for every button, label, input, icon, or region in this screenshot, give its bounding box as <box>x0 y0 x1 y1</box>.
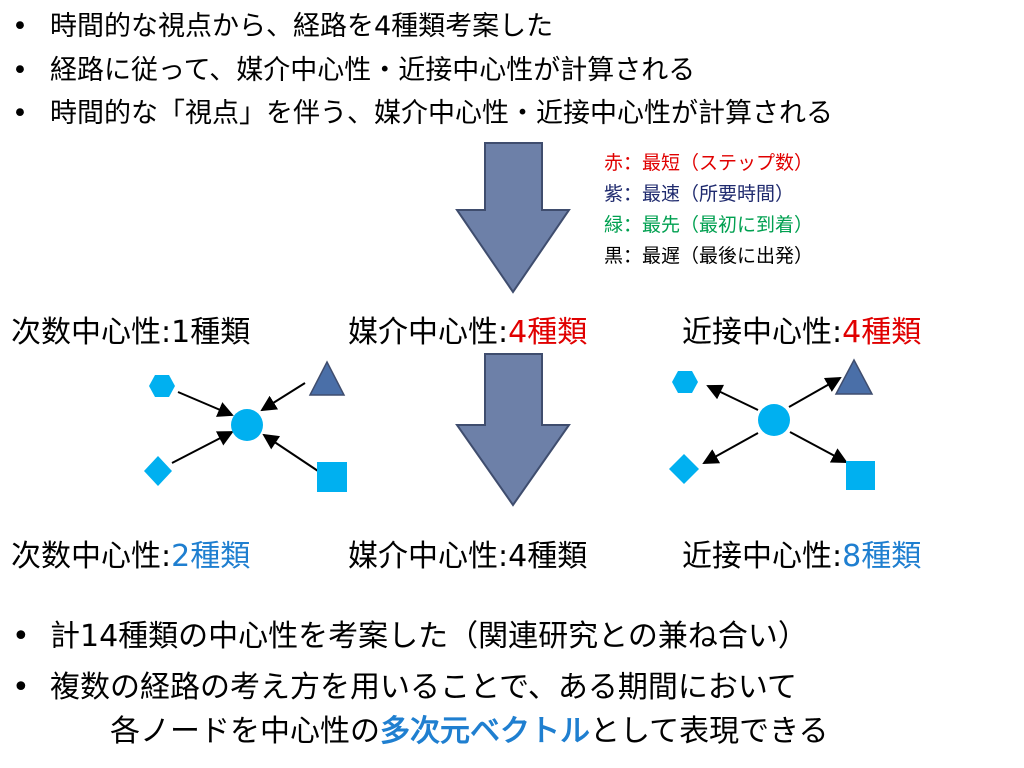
bullet-marker: • <box>12 55 28 86</box>
bottom-bullet-2: • 複数の経路の考え方を用いることで、ある期間において <box>12 667 797 709</box>
hexagon-node-icon <box>672 371 698 393</box>
diamond-node-icon <box>669 454 699 484</box>
triangle-node-icon <box>308 360 346 396</box>
closeness-diagram <box>702 377 848 464</box>
row1-betweenness: 媒介中心性:4種類 <box>348 315 588 350</box>
bullet-text: 時間的な「視点」を伴う、媒介中心性・近接中心性が計算される <box>50 98 833 129</box>
legend-earliest: 緑：最先（最初に到着） <box>604 214 814 236</box>
bullet-text: 経路に従って、媒介中心性・近接中心性が計算される <box>50 55 696 86</box>
diamond-node-icon <box>144 456 172 486</box>
bullet-marker: • <box>12 98 28 129</box>
degree-diagram <box>171 382 319 472</box>
row2-degree: 次数中心性:2種類 <box>11 539 251 574</box>
route-legend: 赤：最短（ステップ数） 紫：最速（所要時間） 緑：最先（最初に到着） 黒：最遅（… <box>604 148 813 272</box>
row1-degree: 次数中心性:1種類 <box>11 315 251 350</box>
bullet-marker: • <box>12 11 28 42</box>
legend-shortest: 赤：最短（ステップ数） <box>604 152 814 174</box>
bullet-text: 計14種類の中心性を考案した（関連研究との兼ね合い） <box>50 619 808 654</box>
down-arrow-2-icon <box>455 353 571 507</box>
square-node-icon <box>317 462 347 492</box>
legend-fastest: 紫：最速（所要時間） <box>604 183 795 205</box>
highlight-text: 多次元ベクトル <box>380 714 590 749</box>
center-node-icon <box>758 404 790 436</box>
triangle-node-icon <box>834 358 874 395</box>
bullet-item-1: • 時間的な視点から、経路を4種類考案した <box>12 9 553 45</box>
bottom-bullet-2-continuation: 各ノードを中心性の多次元ベクトルとして表現できる <box>110 714 829 749</box>
bullet-item-2: • 経路に従って、媒介中心性・近接中心性が計算される <box>12 53 695 89</box>
legend-latest: 黒：最遅（最後に出発） <box>604 245 814 267</box>
row2-betweenness: 媒介中心性:4種類 <box>348 539 588 574</box>
bullet-marker: • <box>12 619 30 654</box>
down-arrow-1-icon <box>455 142 571 294</box>
center-node-icon <box>231 409 263 441</box>
bullet-text: 複数の経路の考え方を用いることで、ある期間において <box>50 670 797 705</box>
bullet-item-3: • 時間的な「視点」を伴う、媒介中心性・近接中心性が計算される <box>12 96 833 132</box>
hexagon-node-icon <box>149 375 175 397</box>
bullet-text: 時間的な視点から、経路を4種類考案した <box>50 11 554 42</box>
bottom-bullet-1: • 計14種類の中心性を考案した（関連研究との兼ね合い） <box>12 616 808 658</box>
square-node-icon <box>846 461 875 490</box>
row2-closeness: 近接中心性:8種類 <box>682 539 922 574</box>
bullet-marker: • <box>12 670 30 705</box>
row1-closeness: 近接中心性:4種類 <box>682 315 922 350</box>
